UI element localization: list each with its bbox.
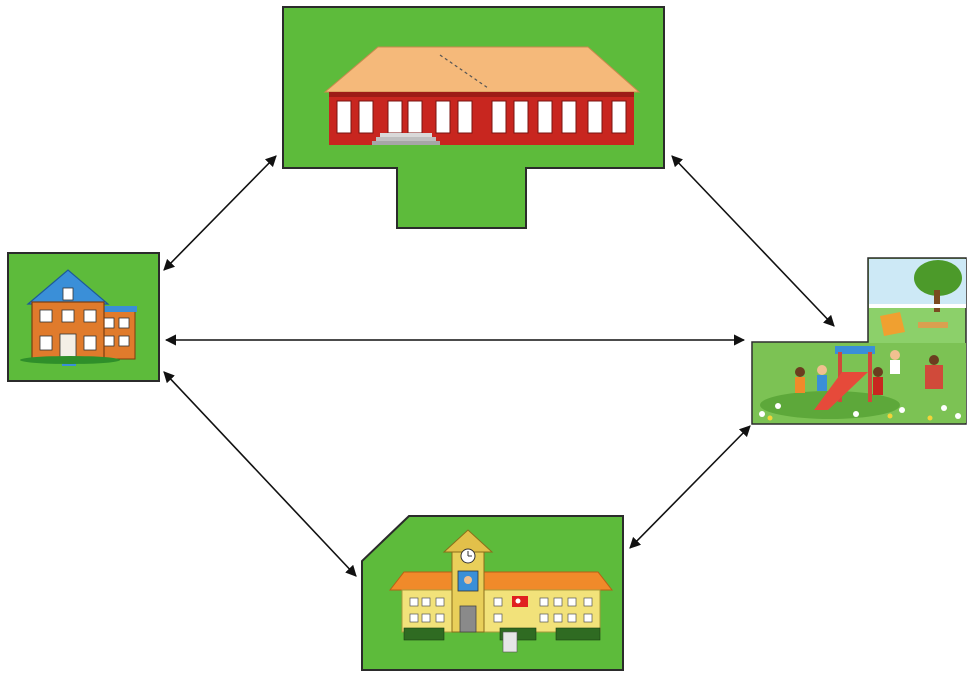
node-school-top [282,6,665,229]
arrow-house-school-bottom [163,371,357,577]
node-school-bottom [361,515,624,671]
playground-icon [753,259,966,423]
school-building-icon [323,46,641,145]
node-house [7,252,160,382]
arrow-school-bottom-playground [629,425,751,549]
arrow-house-school-top [163,155,277,271]
arrows [163,155,835,577]
node-playground [751,257,967,425]
school-clock-tower-icon [388,529,614,653]
arrow-school-top-playground [671,155,835,327]
house-icon [20,269,137,366]
